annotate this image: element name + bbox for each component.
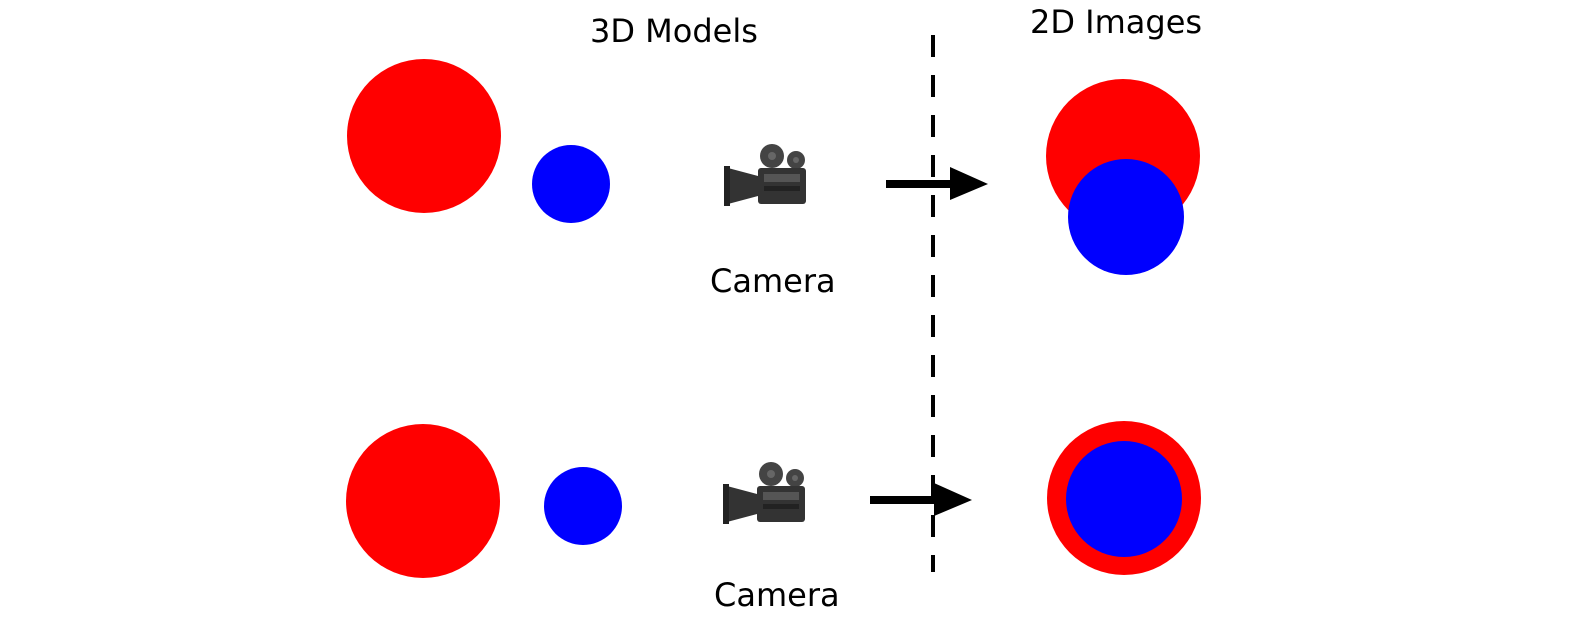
bottom-small-blue-sphere	[544, 467, 622, 545]
bottom-projected-blue-disc	[1066, 441, 1182, 557]
top-large-red-sphere	[347, 59, 501, 213]
camera-label-bottom: Camera	[714, 576, 840, 614]
right-arrow-icon	[870, 483, 972, 516]
left-heading: 3D Models	[590, 12, 758, 50]
right-arrow-icon	[886, 167, 988, 200]
camera-icon	[724, 144, 806, 206]
bottom-large-red-sphere	[346, 424, 500, 578]
top-small-blue-sphere	[532, 145, 610, 223]
camera-icon	[723, 462, 805, 524]
camera-label-top: Camera	[710, 262, 836, 300]
right-heading: 2D Images	[1030, 3, 1202, 41]
top-projected-blue-disc	[1068, 159, 1184, 275]
